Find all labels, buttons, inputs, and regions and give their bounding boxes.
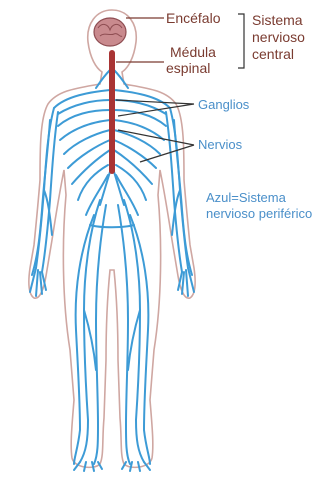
cns-label-line-1: Sistema — [252, 12, 303, 29]
cns-label-line-3: central — [252, 46, 294, 63]
brain-label: Encéfalo — [166, 10, 220, 26]
spinal-cord — [109, 50, 115, 174]
pns-label-line-1: Azul=Sistema — [206, 190, 286, 206]
nerves-label: Nervios — [198, 137, 242, 153]
spinal-cord-label-line-1: Médula — [170, 44, 216, 60]
pns-label-line-2: nervioso periférico — [206, 206, 312, 222]
ganglia-label: Ganglios — [198, 97, 249, 113]
cns-label-line-2: nervioso — [252, 29, 305, 46]
spinal-cord-label-line-2: espinal — [166, 60, 210, 76]
brain — [94, 18, 126, 46]
